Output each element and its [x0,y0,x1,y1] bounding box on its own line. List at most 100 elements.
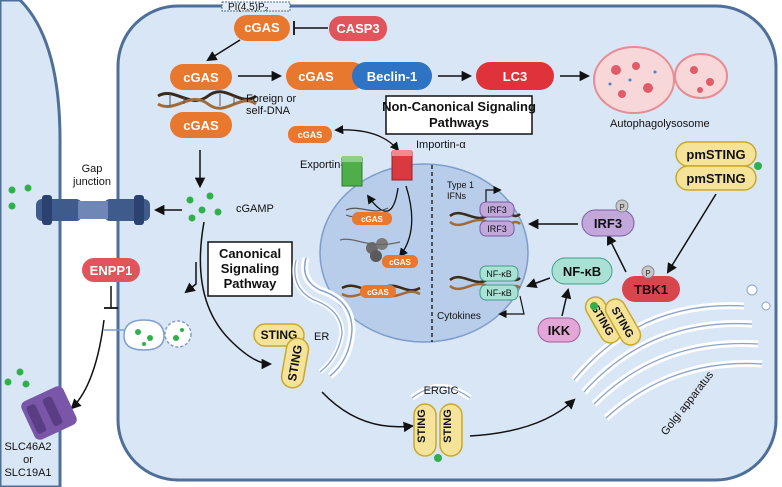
arrow-ikk-to-nfkb [560,287,572,317]
neighbor-cgamp-dots [4,184,32,388]
sting-er-label-2: STING [285,344,305,383]
type1-ifns-label-2: IFNs [447,191,466,201]
irf3-cytosolic-label: IRF3 [594,216,622,231]
cgas-nuclear-pill-3 [360,285,396,298]
cgas-membrane-label: cGAS [244,20,280,35]
noncanonical-title-2: Pathways [429,115,489,130]
slc-label-3: SLC19A1 [4,467,51,479]
importin-channel-icon [391,150,413,181]
cgas-dna-top-pill [170,64,232,90]
cgamp-label: cGAMP [236,203,274,215]
autophagolysosome-label: Autophagolysosome [610,118,710,130]
cgas-nuclear-label-2: cGAS [389,258,411,267]
slc-label-1: SLC46A2 [4,441,51,453]
autophagolysosome-icon [593,46,728,114]
exportin-channel-icon [341,156,363,187]
noncanonical-box [385,95,533,135]
golgi-apparatus-icon [571,284,771,421]
pmsting-pill-2 [675,165,757,191]
nuclear-irf3-pill-2 [479,220,515,237]
tbk1-phospho-icon [641,265,655,279]
ikk-label: IKK [548,323,571,338]
irf3-phospho-icon [615,199,629,213]
sting-ergic-pill-2 [439,403,463,457]
nuclear-nfkb-pill-2 [479,284,519,301]
exportin-label: Exportin-1 [300,159,350,171]
arrow-cgas-to-dna [206,39,241,62]
sting-er-label-1: STING [261,328,298,342]
canonical-title-3: Pathway [224,276,278,291]
sting-er-pill-2 [280,337,310,389]
slc-transporter-icon [21,386,77,440]
arrow-cgamp-to-sting [199,221,273,370]
foreign-dna-label-2: self-DNA [246,105,291,117]
pmsting-label-1: pmSTING [686,147,745,162]
secretory-vesicles-icon [104,319,192,351]
nfkb-cytosolic-pill [551,257,613,285]
tbk1-phospho-label: P [645,269,650,278]
type1-ifns-label-1: Type 1 [447,180,474,190]
er-label: ER [314,331,329,343]
cgas-nuclear-pill-1 [352,212,392,225]
nuclear-nfkb-pill-1 [479,265,519,282]
canonical-box [207,241,293,297]
cgas-noncanonical-label: cGAS [298,69,334,84]
arrow-irf3-to-ifns [485,185,502,202]
arrow-nuclear-export [366,187,399,212]
beclin-label: Beclin-1 [367,69,418,84]
sting-golgi-pill-2 [604,298,642,346]
nuclear-nfkb-label-1: NF-κB [486,269,512,279]
dna-helix-icon [157,90,257,110]
cgas-membrane-pill [234,15,290,41]
nuclear-irf3-pill-1 [479,201,515,218]
cgamp-bound-pmsting [754,162,762,170]
irf3-phospho-label: P [619,203,624,212]
gap-junction-icon [36,195,150,225]
sting-ergic-label-2: STING [442,409,454,443]
arrow-vesicle-to-slc [70,319,105,410]
ergic-label: ERGIC [424,385,459,397]
arrow-nfkb-to-nucleus [526,277,551,289]
cgas-nuclear-label-3: cGAS [367,288,389,297]
chromatin-icon [339,207,401,262]
canonical-title-2: Signaling [221,261,280,276]
arrow-nfkb-to-cytokines [498,295,525,319]
gap-junction-label-1: Gap [82,163,103,175]
pip2-membrane [221,1,291,12]
arrow-cgas-to-importin [334,125,400,152]
foreign-dna-label-1: Foreign or [246,93,296,105]
ikk-pill [537,317,581,343]
cytokines-label: Cytokines [437,311,481,322]
arrow-er-to-ergic [321,391,415,433]
beclin-pill [352,62,432,90]
irf3-cytosolic-pill [581,209,635,237]
cgas-nuclear-label-1: cGAS [361,215,383,224]
noncanonical-title-1: Non-Canonical Signaling [382,99,536,114]
slc-label-2: or [23,454,33,466]
arrow-tbk1-to-irf3 [607,234,627,273]
canonical-title-1: Canonical [219,246,281,261]
arrow-cgamp-to-vesicle [184,262,197,294]
enpp1-label: ENPP1 [90,263,133,278]
sting-ergic-label-1: STING [416,409,428,443]
casp3-label: CASP3 [336,21,379,36]
cgas-dna-top-label: cGAS [183,70,219,85]
nuclear-nfkb-label-2: NF-κB [486,288,512,298]
nfkb-cytosolic-label: NF-κB [563,264,601,279]
cgas-dna-bottom-pill [170,112,232,138]
tbk1-label: TBK1 [634,282,668,297]
cgamp-dots [186,192,222,222]
cgas-nuclear-pill-2 [382,255,418,268]
cgas-dna-bottom-label: cGAS [183,118,219,133]
pip2-label: PI(4,5)P₂ [228,2,269,13]
tbk1-pill [622,276,680,302]
enpp1-pill [82,258,140,282]
importin-label: Importin-α [416,139,466,151]
cgamp-bound-ergic [434,454,442,462]
lc3-label: LC3 [503,69,528,84]
nuclear-irf3-label-1: IRF3 [487,205,507,215]
nuclear-irf3-label-2: IRF3 [487,224,507,234]
arrow-nuclear-import [398,185,413,258]
neighbor-cell [0,0,62,487]
